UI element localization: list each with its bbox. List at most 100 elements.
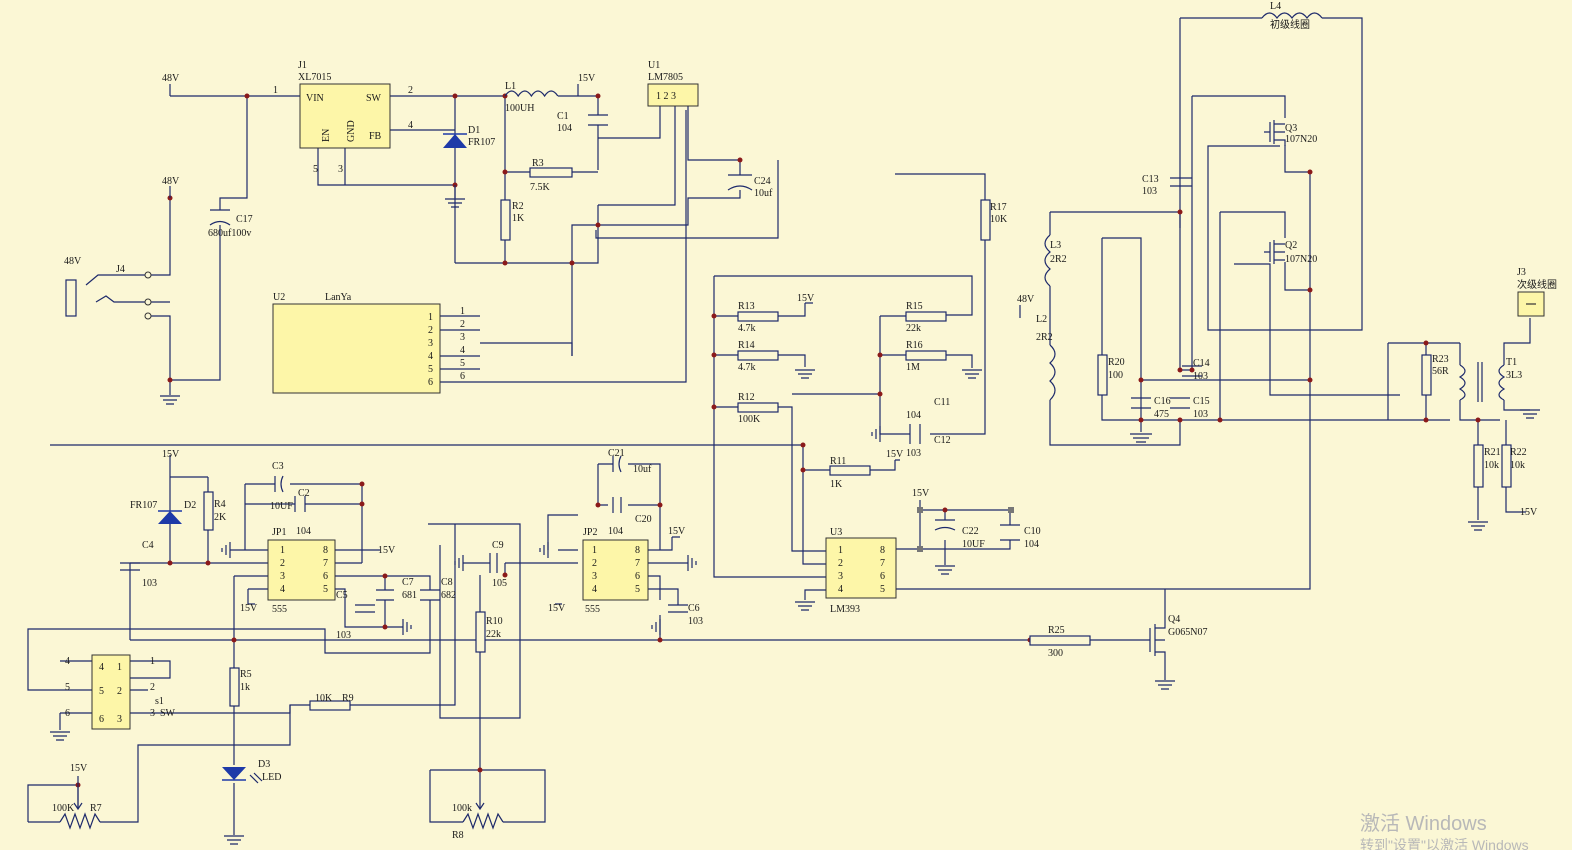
d1-ref: D1 xyxy=(468,125,480,136)
ic-u1-lm7805: U1 LM7805 1 2 3 xyxy=(647,60,699,107)
j1-pinnum-3: 3 xyxy=(338,164,343,175)
c21-ref: C21 xyxy=(608,448,625,459)
c21-value: 10uf xyxy=(633,464,652,475)
j1-pinnum-4: 4 xyxy=(408,120,413,131)
r15-ref: R15 xyxy=(906,301,923,312)
svg-text:2: 2 xyxy=(150,682,155,693)
u3-ref: U3 xyxy=(830,527,842,538)
r5-value: 1k xyxy=(240,682,250,693)
r14-ref: R14 xyxy=(738,340,755,351)
svg-text:4: 4 xyxy=(428,351,433,362)
r21-value: 10k xyxy=(1484,460,1499,471)
r20-ref: R20 xyxy=(1108,357,1125,368)
l4-ref: L4 xyxy=(1270,1,1281,12)
svg-text:6: 6 xyxy=(635,571,640,582)
c8-value: 682 xyxy=(441,590,456,601)
r7-ref: R7 xyxy=(90,803,102,814)
r14-value: 4.7k xyxy=(738,362,756,373)
c12-ref: C12 xyxy=(934,435,951,446)
c20-ref: C20 xyxy=(635,514,652,525)
c4-value: 103 xyxy=(142,578,157,589)
s1-value: SW xyxy=(160,708,176,719)
ic-j1-xl7015: J1 XL7015 VIN SW FB EN GND 1 2 4 5 3 xyxy=(273,60,413,175)
d2-ref: D2 xyxy=(184,500,196,511)
net-15v-a: 15V xyxy=(578,73,596,84)
jp2-value: 555 xyxy=(585,604,600,615)
r12-ref: R12 xyxy=(738,392,755,403)
r17-value: 10K xyxy=(990,214,1008,225)
r4-value: 2K xyxy=(214,512,227,523)
c5-ref: C5 xyxy=(336,590,348,601)
svg-text:6: 6 xyxy=(428,377,433,388)
c6-ref: C6 xyxy=(688,603,700,614)
c15-ref: C15 xyxy=(1193,396,1210,407)
u1-value: LM7805 xyxy=(648,72,683,83)
jp2-ref: JP2 xyxy=(583,527,597,538)
svg-text:5: 5 xyxy=(880,584,885,595)
r25-ref: R25 xyxy=(1048,625,1065,636)
c14-ref: C14 xyxy=(1193,358,1210,369)
q2-value: 107N20 xyxy=(1285,254,1317,265)
c13-ref: C13 xyxy=(1142,174,1159,185)
net-48v-c: 48V xyxy=(1017,294,1035,305)
j1-ref: J1 xyxy=(298,60,307,71)
r22-ref: R22 xyxy=(1510,447,1527,458)
svg-text:3: 3 xyxy=(428,338,433,349)
svg-text:6: 6 xyxy=(460,371,465,382)
svg-text:8: 8 xyxy=(323,545,328,556)
j4-value: 48V xyxy=(64,256,82,267)
svg-text:4: 4 xyxy=(280,584,285,595)
r16-value: 1M xyxy=(906,362,920,373)
net-15v-i: 15V xyxy=(548,603,566,614)
svg-text:3: 3 xyxy=(592,571,597,582)
r15-value: 22k xyxy=(906,323,921,334)
c16-value: 475 xyxy=(1154,409,1169,420)
c8-ref: C8 xyxy=(441,577,453,588)
svg-text:7: 7 xyxy=(323,558,328,569)
jp1-value: 555 xyxy=(272,604,287,615)
r13-value: 4.7k xyxy=(738,323,756,334)
svg-text:7: 7 xyxy=(880,558,885,569)
svg-text:2: 2 xyxy=(428,325,433,336)
ic-jp1-555: JP1 555 12 34 87 65 xyxy=(267,527,336,615)
u2-inner-pins: 12 34 56 xyxy=(428,312,433,388)
net-15v-j: 15V xyxy=(1520,507,1538,518)
d3-value: LED xyxy=(262,772,281,783)
u3-value: LM393 xyxy=(830,604,860,615)
r3-ref: R3 xyxy=(532,158,544,169)
j1-pin-en: EN xyxy=(321,129,332,142)
j1-value: XL7015 xyxy=(298,72,331,83)
svg-text:3: 3 xyxy=(117,714,122,725)
svg-text:6: 6 xyxy=(99,714,104,725)
net-15v-d: 15V xyxy=(912,488,930,499)
j1-pin-gnd: GND xyxy=(346,120,357,142)
r23-ref: R23 xyxy=(1432,354,1449,365)
ic-u3-lm393: U3 LM393 12 34 87 65 xyxy=(825,527,897,615)
svg-text:6: 6 xyxy=(65,708,70,719)
svg-text:2: 2 xyxy=(838,558,843,569)
svg-text:8: 8 xyxy=(635,545,640,556)
j1-pin-vin: VIN xyxy=(306,93,324,104)
r7-value: 100K xyxy=(52,803,75,814)
connector-j3: J3 次级线圈 xyxy=(1517,267,1557,317)
c11-ref: C11 xyxy=(934,397,950,408)
r5-ref: R5 xyxy=(240,669,252,680)
net-labels: 48V 48V 48V 15V 15V 15V 15V 15V 15V 15V … xyxy=(70,73,1538,785)
activation-watermark: 激活 Windows 转到"设置"以激活 Windows xyxy=(1360,812,1529,850)
svg-text:1: 1 xyxy=(117,662,122,673)
svg-text:5: 5 xyxy=(99,686,104,697)
svg-text:8: 8 xyxy=(880,545,885,556)
net-15v-h: 15V xyxy=(240,603,258,614)
svg-text:3: 3 xyxy=(460,332,465,343)
svg-text:3: 3 xyxy=(150,708,155,719)
c2-value: 104 xyxy=(296,526,311,537)
svg-text:3: 3 xyxy=(838,571,843,582)
l3-value: 2R2 xyxy=(1050,254,1067,265)
ground-symbols xyxy=(50,185,1540,845)
q2-ref: Q2 xyxy=(1285,240,1297,251)
c17-value: 680uf100v xyxy=(208,228,251,239)
c12-value: 103 xyxy=(906,448,921,459)
